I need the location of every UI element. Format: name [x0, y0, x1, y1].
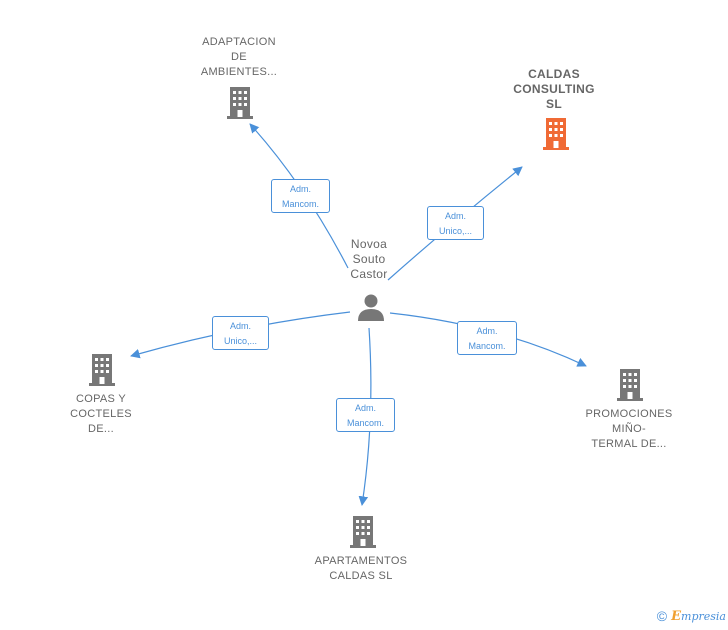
- relation-label-apartamentos[interactable]: Adm. Mancom.: [336, 398, 395, 432]
- company-label-copas[interactable]: COPAS Y COCTELES DE...: [70, 393, 132, 435]
- person-name[interactable]: Novoa Souto Castor: [350, 237, 388, 281]
- company-label-caldas-consulting[interactable]: CALDAS CONSULTING SL: [513, 67, 595, 111]
- building-icon[interactable]: [348, 515, 378, 554]
- company-label-apartamentos[interactable]: APARTAMENTOS CALDAS SL: [314, 555, 408, 582]
- building-icon[interactable]: [615, 368, 645, 407]
- company-label-adaptacion[interactable]: ADAPTACION DE AMBIENTES...: [200, 36, 278, 78]
- brand-logo: Empresia: [671, 608, 726, 624]
- building-icon[interactable]: [225, 86, 255, 125]
- copyright-symbol: ©: [656, 608, 668, 624]
- footer-brand: © Empresia: [657, 608, 726, 624]
- relation-label-copas[interactable]: Adm. Unico,...: [212, 316, 269, 350]
- person-icon[interactable]: [356, 292, 386, 327]
- building-icon[interactable]: [87, 353, 117, 392]
- relation-label-caldas-consulting[interactable]: Adm. Unico,...: [427, 206, 484, 240]
- building-icon[interactable]: [541, 117, 571, 156]
- relation-label-adaptacion[interactable]: Adm. Mancom.: [271, 179, 330, 213]
- relation-label-promociones[interactable]: Adm. Mancom.: [457, 321, 517, 355]
- company-label-promociones[interactable]: PROMOCIONES MIÑO- TERMAL DE...: [585, 408, 673, 450]
